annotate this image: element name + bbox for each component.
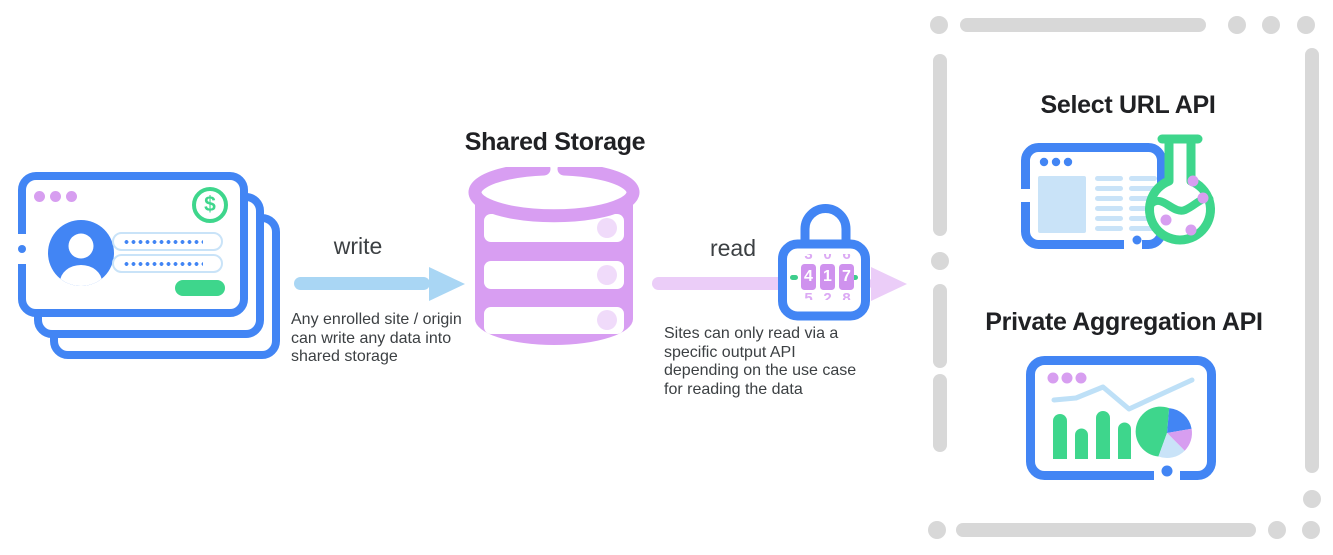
password-dots [123, 260, 203, 268]
lock-dials: 3 4 5 0 1 2 6 7 8 [801, 254, 854, 300]
flask-icon [1145, 134, 1215, 245]
panel-dash [1262, 16, 1280, 34]
write-label: write [333, 233, 383, 259]
panel-dash [931, 252, 949, 270]
panel-dash [928, 521, 946, 539]
dial-digit-below: 8 [842, 291, 851, 300]
pie-chart-icon [1135, 406, 1192, 459]
read-description: Sites can only read via a specific outpu… [664, 325, 857, 398]
write-description: Any enrolled site / origin can write any… [291, 311, 462, 365]
panel-dash [930, 16, 948, 34]
password-input[interactable] [112, 254, 223, 273]
lock-dial[interactable]: 3 4 5 [801, 254, 816, 300]
password-input[interactable] [112, 232, 223, 251]
submit-button[interactable] [175, 280, 225, 296]
panel-dash [1303, 490, 1321, 508]
database-icon [468, 167, 640, 345]
dial-digit: 1 [820, 264, 835, 290]
dial-digit-below: 5 [804, 291, 813, 300]
window-control-dot [66, 191, 77, 202]
padlock-icon [778, 204, 870, 321]
panel-dash [1302, 521, 1320, 539]
write-arrow [294, 277, 430, 290]
read-arrow-head [871, 267, 907, 301]
user-avatar-icon [48, 220, 114, 286]
shared-storage-title: Shared Storage [464, 128, 646, 156]
lock-dial[interactable]: 6 7 8 [839, 254, 854, 300]
dial-digit: 7 [839, 264, 854, 290]
border-dot [18, 245, 26, 253]
panel-dash [1228, 16, 1246, 34]
dial-digit-above: 0 [823, 254, 832, 263]
dial-digit-above: 6 [842, 254, 851, 263]
lock-dial[interactable]: 0 1 2 [820, 254, 835, 300]
panel-dash [960, 18, 1206, 32]
window-control-dot [50, 191, 61, 202]
panel-dash [1297, 16, 1315, 34]
read-label: read [709, 235, 757, 261]
panel-dash [1268, 521, 1286, 539]
site-card-front: $ [18, 172, 248, 317]
dollar-badge-icon: $ [192, 187, 228, 223]
password-dots [123, 238, 203, 246]
select-url-api-title: Select URL API [1040, 91, 1216, 119]
private-aggregation-api-title: Private Aggregation API [985, 308, 1263, 336]
dial-digit-above: 3 [804, 254, 813, 263]
panel-dash [1305, 48, 1319, 473]
panel-dash [933, 284, 947, 368]
panel-dash [933, 374, 947, 452]
dollar-symbol: $ [204, 193, 216, 216]
panel-dash [956, 523, 1256, 537]
dial-digit-below: 2 [823, 291, 832, 300]
window-control-dot [34, 191, 45, 202]
charts-window-icon [1026, 356, 1216, 480]
panel-dash [933, 54, 947, 236]
dial-digit: 4 [801, 264, 816, 290]
write-arrow-head [429, 267, 465, 301]
browser-window-icon [1021, 143, 1166, 249]
